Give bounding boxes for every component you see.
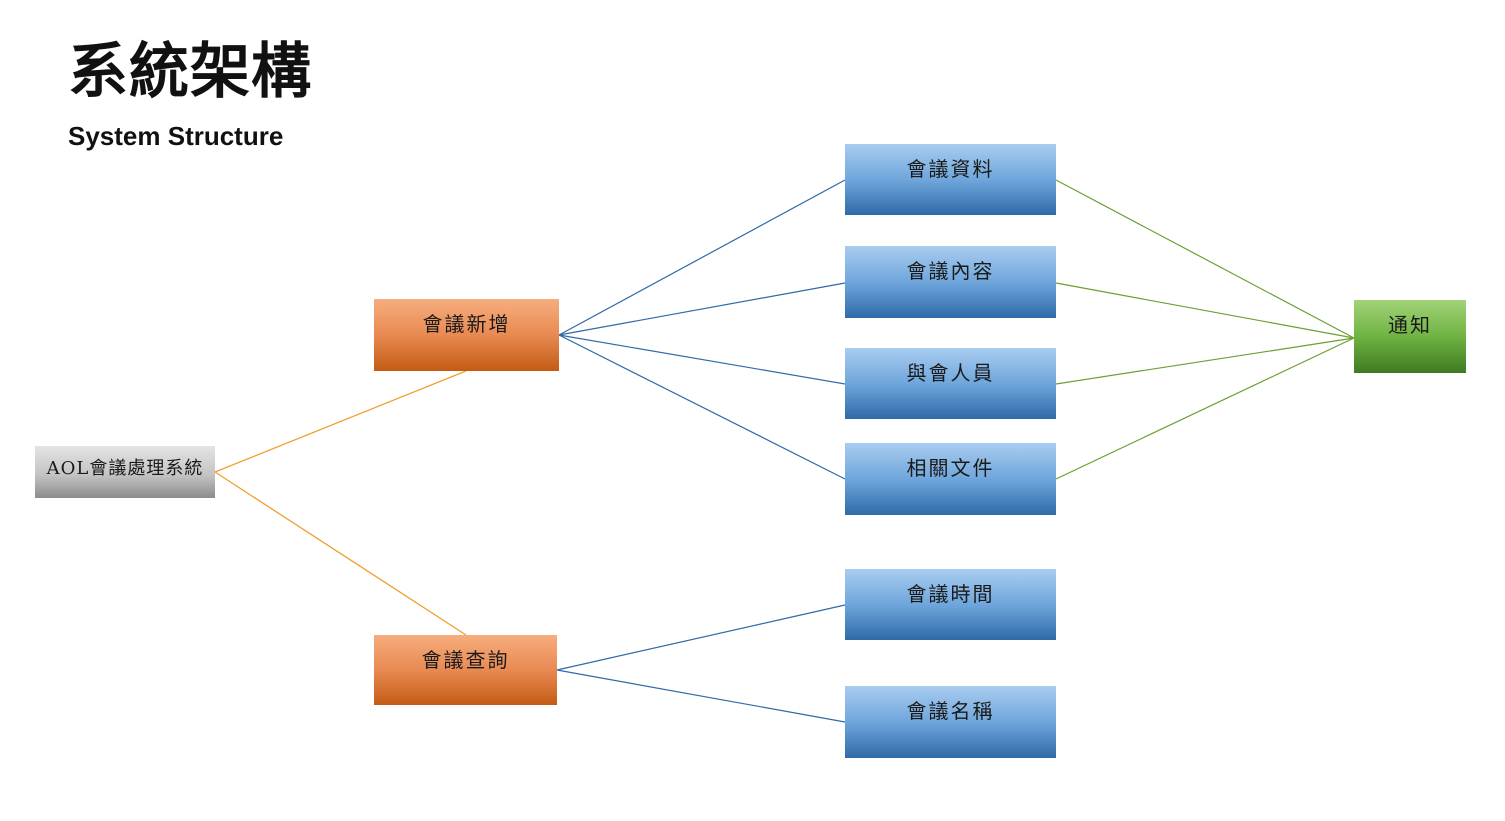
connector-related-docs-to-notify xyxy=(1055,337,1355,480)
leaf-node-related-docs: 相關文件 xyxy=(845,443,1056,515)
notify-node-label: 通知 xyxy=(1388,313,1432,337)
connector-add-to-meeting-data xyxy=(558,179,846,336)
connector-query-to-meeting-time xyxy=(556,604,846,671)
root-node-label: AOL會議處理系統 xyxy=(46,458,204,479)
leaf-node-label: 會議內容 xyxy=(906,259,995,283)
connector-root-to-query xyxy=(214,471,467,636)
connector-add-to-meeting-content xyxy=(558,282,846,336)
connector-root-to-add xyxy=(214,370,467,473)
page-title: 系統架構 xyxy=(68,37,312,107)
root-node: AOL會議處理系統 xyxy=(35,446,215,498)
connector-meeting-data-to-notify xyxy=(1055,179,1355,339)
branch-node-add: 會議新增 xyxy=(374,299,559,371)
connector-add-to-related-docs xyxy=(558,334,846,480)
connector-add-to-attendees xyxy=(558,334,846,385)
leaf-node-label: 會議時間 xyxy=(906,582,995,606)
leaf-node-meeting-time: 會議時間 xyxy=(845,569,1056,640)
notify-node: 通知 xyxy=(1354,300,1466,373)
branch-node-label: 會議新增 xyxy=(422,312,511,336)
leaf-node-meeting-data: 會議資料 xyxy=(845,144,1056,215)
leaf-node-label: 相關文件 xyxy=(906,456,995,480)
connector-attendees-to-notify xyxy=(1055,337,1355,385)
branch-node-label: 會議查詢 xyxy=(421,648,510,672)
leaf-node-label: 會議名稱 xyxy=(906,699,995,723)
leaf-node-meeting-content: 會議內容 xyxy=(845,246,1056,318)
page-subtitle: System Structure xyxy=(68,121,284,151)
leaf-node-meeting-name: 會議名稱 xyxy=(845,686,1056,758)
leaf-node-attendees: 與會人員 xyxy=(845,348,1056,419)
connector-query-to-meeting-name xyxy=(556,669,846,723)
leaf-node-label: 與會人員 xyxy=(906,361,995,385)
branch-node-query: 會議查詢 xyxy=(374,635,557,705)
connector-meeting-content-to-notify xyxy=(1055,282,1355,339)
leaf-node-label: 會議資料 xyxy=(906,157,995,181)
